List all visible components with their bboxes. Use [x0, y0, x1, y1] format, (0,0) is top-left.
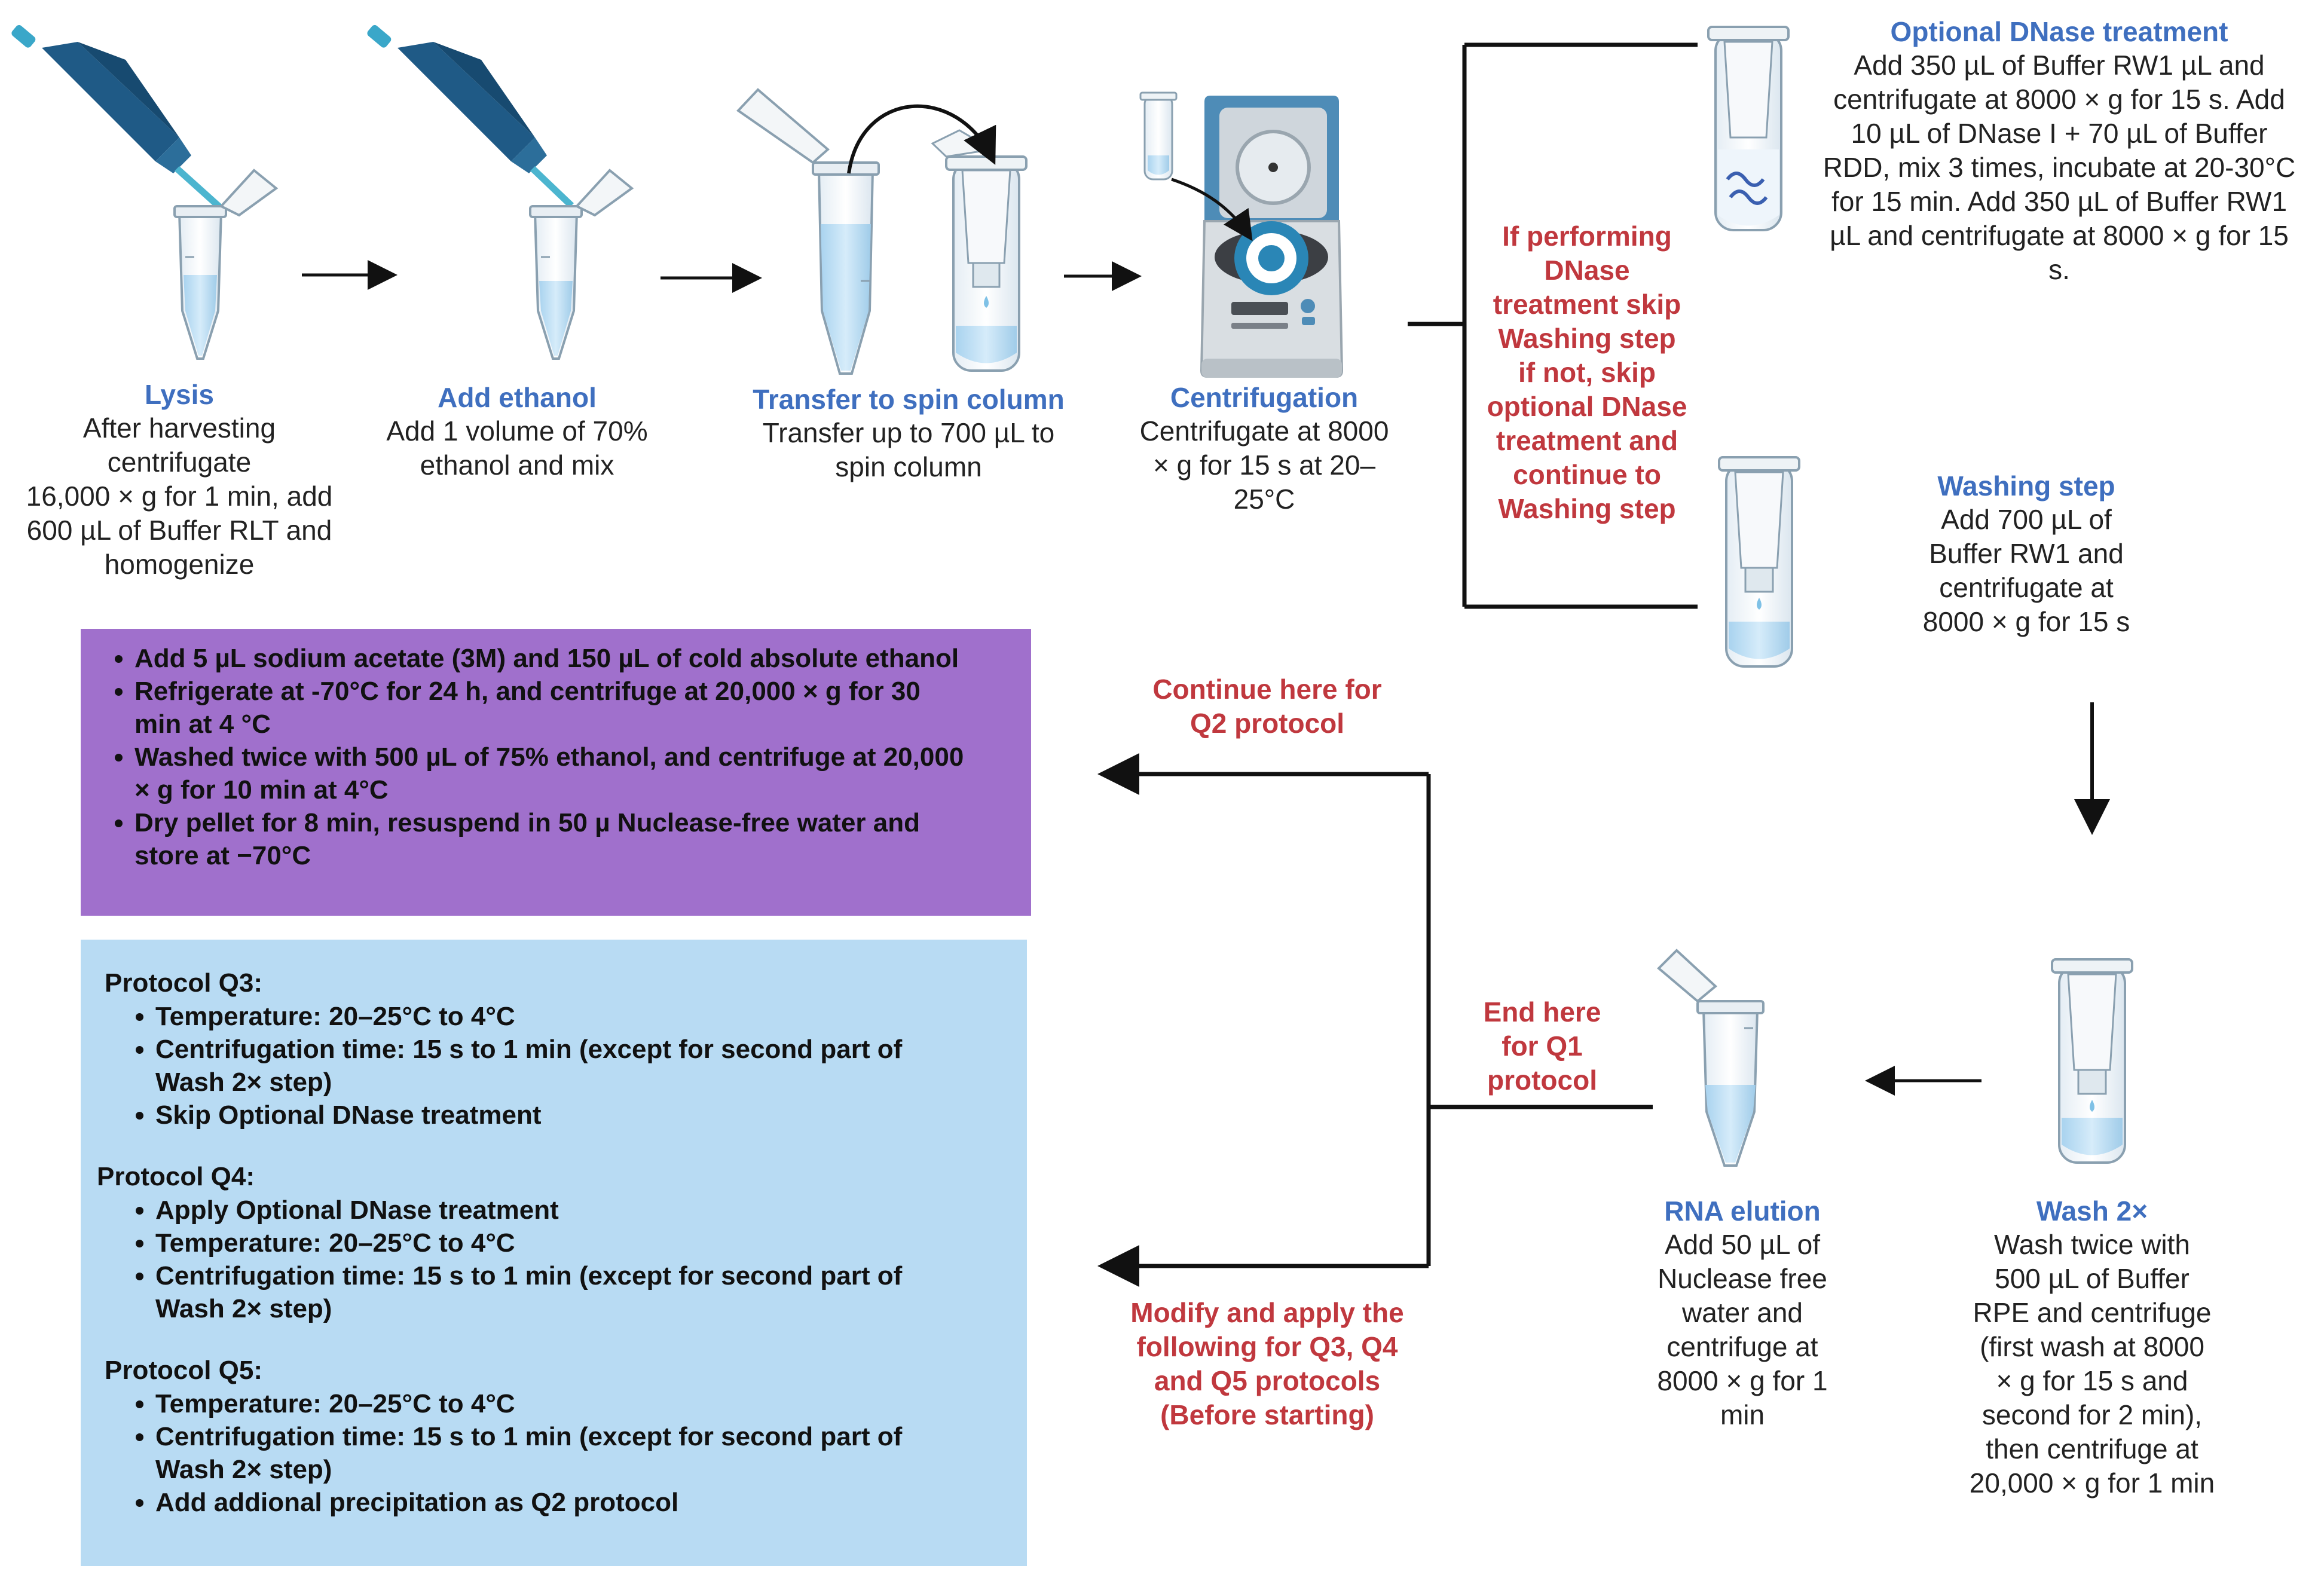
load-arrow	[1171, 178, 1253, 241]
microtube-icon	[529, 169, 634, 360]
pipette-icon	[11, 25, 227, 214]
step-description: After harvesting centrifugate 16,000 × g…	[26, 412, 333, 580]
step-title: Wash 2×	[2036, 1195, 2148, 1227]
step-description: Transfer up to 700 µL to spin column	[762, 417, 1055, 482]
step-title: Optional DNase treatment	[1890, 16, 2228, 47]
step-description: Add 50 µL of Nuclease free water and cen…	[1657, 1229, 1828, 1430]
step-description: Wash twice with 500 µL of Buffer RPE and…	[1969, 1229, 2215, 1499]
list-item: Apply Optional DNase treatment	[155, 1194, 971, 1227]
protocol-title: Protocol Q4:	[97, 1162, 255, 1191]
note-q1: End here for Q1 protocol	[1483, 996, 1601, 1096]
list-item: Dry pellet for 8 min, resuspend in 50 µ …	[134, 806, 971, 872]
microtube-icon	[1657, 949, 1765, 1167]
step-lysis: Lysis After harvesting centrifugate 16,0…	[0, 378, 359, 582]
protocol-title: Protocol Q3:	[105, 968, 263, 998]
list-item: Add addional precipitation as Q2 protoco…	[155, 1486, 971, 1519]
spin-column-icon	[1139, 91, 1178, 181]
list-item: Centrifugation time: 15 s to 1 min (exce…	[155, 1420, 971, 1486]
protocol-branch-connector	[1097, 753, 1653, 1287]
list-item: Temperature: 20–25°C to 4°C	[155, 1387, 971, 1420]
list-item: Refrigerate at -70°C for 24 h, and centr…	[134, 675, 971, 741]
step-description: Add 700 µL of Buffer RW1 and centrifugat…	[1922, 504, 2130, 637]
branch-bracket	[1408, 42, 1698, 609]
step-description: Add 1 volume of 70% ethanol and mix	[386, 415, 648, 481]
note-dnase-choice: If performing DNase treatment skip Washi…	[1487, 221, 1687, 524]
step-description: Centrifugate at 8000 × g for 15 s at 20–…	[1139, 415, 1389, 515]
pipette-icon	[367, 25, 574, 208]
list-item: Skip Optional DNase treatment	[155, 1099, 971, 1131]
list-item: Temperature: 20–25°C to 4°C	[155, 1000, 971, 1033]
protocol-title: Protocol Q5:	[105, 1356, 263, 1385]
protocol-q3: Protocol Q3: Temperature: 20–25°C to 4°C…	[81, 940, 971, 1131]
step-title: Washing step	[1937, 470, 2115, 501]
note-q345: Modify and apply the following for Q3, Q…	[1130, 1297, 1404, 1430]
step-wash-2x: Wash 2× Wash twice with 500 µL of Buffer…	[1937, 1194, 2247, 1500]
list-item: Washed twice with 500 µL of 75% ethanol,…	[134, 741, 971, 806]
q3-q5-modifications-box: Protocol Q3: Temperature: 20–25°C to 4°C…	[81, 940, 1027, 1566]
list-item: Centrifugation time: 15 s to 1 min (exce…	[155, 1259, 971, 1325]
step-washing: Washing step Add 700 µL of Buffer RW1 an…	[1895, 469, 2158, 639]
list-item: Add 5 µL sodium acetate (3M) and 150 µL …	[134, 642, 971, 675]
step-title: Centrifugation	[1170, 382, 1359, 413]
step-title: Add ethanol	[438, 382, 597, 413]
protocol-q5: Protocol Q5: Temperature: 20–25°C to 4°C…	[81, 1325, 971, 1519]
step-centrifugation: Centrifugation Centrifugate at 8000 × g …	[1109, 381, 1420, 516]
protocol-q4: Protocol Q4: Apply Optional DNase treatm…	[81, 1131, 971, 1325]
list-item: Centrifugation time: 15 s to 1 min (exce…	[155, 1033, 971, 1099]
list-item: Temperature: 20–25°C to 4°C	[155, 1227, 971, 1259]
q2-step-list: Add 5 µL sodium acetate (3M) and 150 µL …	[81, 642, 1031, 872]
microtube-icon	[173, 169, 279, 360]
step-add-ethanol: Add ethanol Add 1 volume of 70% ethanol …	[350, 381, 684, 482]
step-description: Add 350 µL of Buffer RW1 µL and centrifu…	[1822, 50, 2296, 285]
step-optional-dnase: Optional DNase treatment Add 350 µL of B…	[1799, 15, 2319, 287]
step-title: Lysis	[145, 379, 214, 410]
transfer-curve-arrow	[847, 104, 996, 174]
spin-column-icon	[1718, 456, 1800, 668]
step-title: Transfer to spin column	[753, 384, 1065, 415]
spin-column-icon	[2051, 958, 2133, 1164]
spin-column-icon	[1707, 26, 1790, 231]
note-q2: Continue here for Q2 protocol	[1152, 674, 1382, 739]
q2-precipitation-box: Add 5 µL sodium acetate (3M) and 150 µL …	[81, 629, 1031, 916]
step-transfer: Transfer to spin column Transfer up to 7…	[723, 383, 1094, 484]
spin-column-icon	[931, 129, 1028, 372]
microtube-icon	[736, 88, 880, 375]
centrifuge-icon	[1200, 96, 1344, 378]
step-rna-elution: RNA elution Add 50 µL of Nuclease free w…	[1617, 1194, 1868, 1432]
step-title: RNA elution	[1664, 1195, 1821, 1227]
